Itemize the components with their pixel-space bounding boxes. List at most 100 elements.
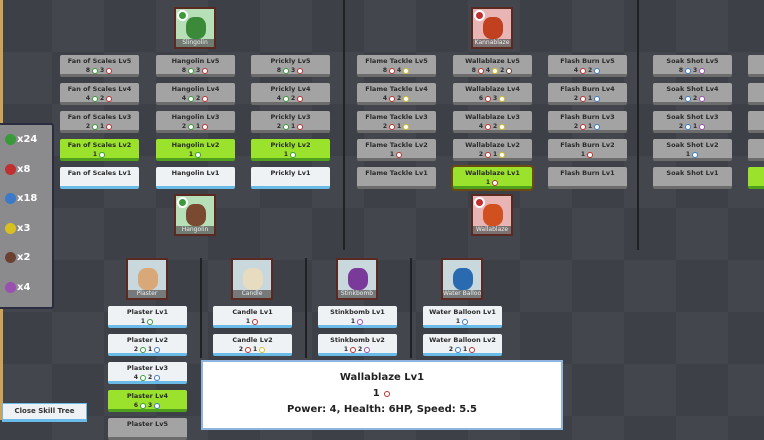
nature-element-icon (195, 151, 202, 158)
cost-count: 4 (397, 67, 402, 74)
electric-element-icon (492, 67, 499, 74)
resource-earth: x2 (0, 243, 52, 273)
resource-nature: x24 (0, 125, 52, 155)
skill-card[interactable] (748, 111, 764, 133)
skill-card[interactable]: Flame Tackle Lv1 (357, 167, 436, 189)
droplet-icon (5, 193, 16, 205)
skill-card[interactable]: Hangolin Lv1 (156, 167, 235, 189)
resource-count: x18 (17, 193, 38, 205)
skill-card-label: Prickly Lv3 (270, 113, 311, 121)
nature-element-icon (92, 123, 98, 130)
creature-portrait[interactable]: Slingolin (174, 7, 216, 49)
toxic-element-icon (364, 346, 371, 353)
cost-count: 6 (478, 95, 483, 102)
creature-portrait[interactable]: Hangolin (174, 194, 216, 236)
water-element-icon (154, 346, 161, 353)
cost-count: 4 (181, 95, 186, 102)
creature-portrait[interactable]: Candle (231, 258, 273, 300)
skill-card-label: Plaster Lv1 (126, 308, 169, 316)
skill-card-label: Wallablaze Lv3 (465, 113, 520, 121)
creature-portrait[interactable]: Stinkbomb (336, 258, 378, 300)
creature-portrait[interactable]: Kannablaze (471, 7, 513, 49)
skill-card[interactable]: Soak Shot Lv1 (653, 167, 732, 189)
skill-card-label: Fan of Scales Lv2 (67, 141, 132, 149)
skill-card-label: Prickly Lv4 (270, 85, 311, 93)
creature-art-icon (453, 268, 473, 290)
skill-card-label: Candle Lv1 (232, 308, 273, 316)
nature-element-icon (177, 10, 188, 21)
skill-card[interactable]: Flash Burn Lv1 (548, 167, 627, 189)
skill-card[interactable]: Fan of Scales Lv1 (60, 167, 139, 189)
skill-card[interactable]: Plaster Lv5 (108, 418, 187, 440)
nature-element-icon (188, 95, 194, 102)
creature-art-icon (348, 268, 368, 290)
cost-count: 2 (382, 123, 387, 130)
skill-card[interactable] (748, 83, 764, 105)
electric-element-icon (403, 67, 410, 74)
creature-portrait[interactable]: Water Balloon (441, 258, 483, 300)
skill-card-label: Flame Tackle Lv2 (365, 141, 428, 149)
close-skill-tree-button[interactable]: Close Skill Tree (2, 403, 87, 422)
fire-element-icon (492, 179, 499, 186)
cost-count: 2 (397, 95, 402, 102)
skill-card[interactable]: Prickly Lv1 (251, 167, 330, 189)
divider (343, 0, 345, 250)
skill-card-label: Prickly Lv5 (270, 57, 311, 65)
skill-card[interactable] (748, 55, 764, 77)
skill-card[interactable] (748, 139, 764, 161)
resource-count: x2 (17, 252, 31, 264)
creature-art-icon (483, 17, 503, 39)
creature-portrait[interactable]: Wallablaze (471, 194, 513, 236)
cost-count: 3 (493, 95, 498, 102)
skill-card[interactable] (748, 167, 764, 189)
creature-portrait[interactable]: Plaster (126, 258, 168, 300)
